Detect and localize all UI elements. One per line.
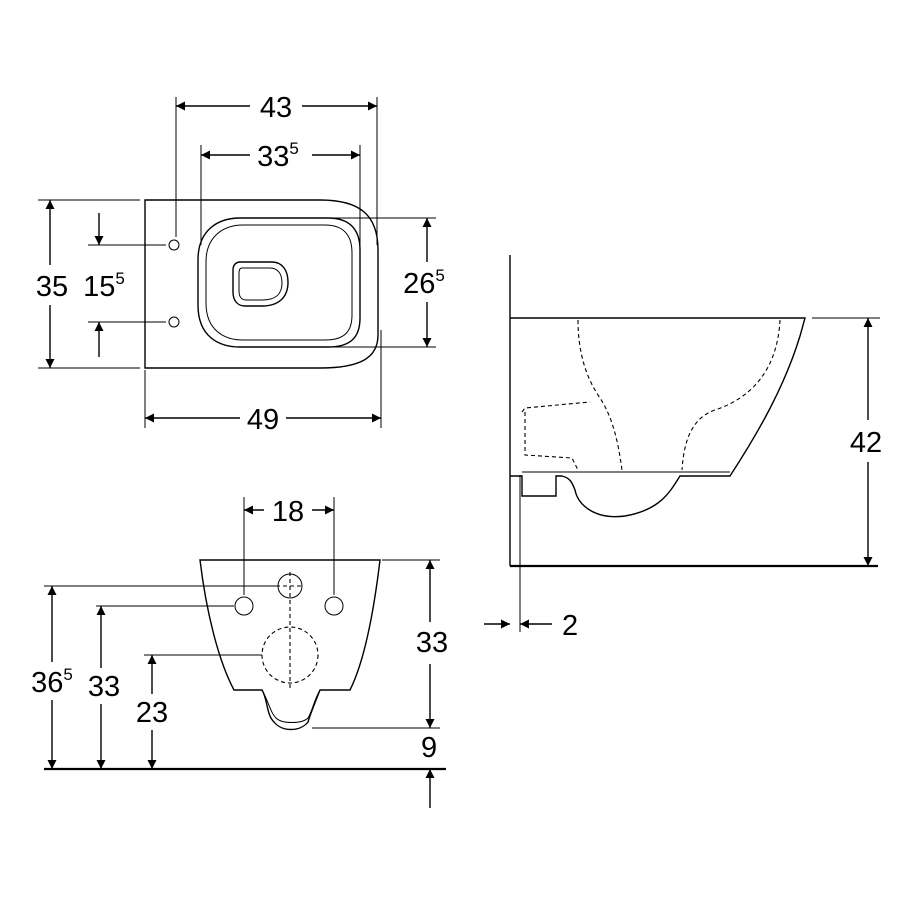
dim-height-bolts-upper: 365	[31, 665, 73, 699]
dim-bolt-spacing: 18	[272, 496, 304, 528]
dim-overall-length: 49	[247, 404, 279, 436]
top-view: 43 335 49 35 155 265	[36, 92, 445, 436]
front-view-outline	[199, 559, 381, 731]
side-view-hidden-bowl	[577, 319, 623, 471]
dim-height-bolts-lower: 33	[88, 671, 120, 703]
dim-top-outer-width: 43	[260, 92, 292, 124]
dim-seat-depth: 265	[403, 266, 445, 300]
bowl-inner-rim	[205, 224, 353, 341]
dim-front-height: 33	[416, 627, 448, 659]
side-view-outline	[510, 317, 806, 518]
flush-opening-inner	[238, 267, 283, 301]
side-view: 42 2	[484, 255, 882, 642]
dim-wall-gap: 2	[562, 610, 578, 642]
dim-height-outlet: 23	[136, 697, 168, 729]
bolt-hole-right	[324, 596, 344, 616]
dim-side-height: 42	[850, 427, 882, 459]
dim-bottom-gap: 9	[421, 732, 437, 764]
dim-top-inner-width: 335	[257, 139, 299, 173]
mount-hole-upper	[168, 239, 180, 251]
dim-mount-hole-spacing: 155	[83, 269, 125, 303]
dim-width-left: 35	[36, 271, 68, 303]
bolt-hole-left	[234, 596, 254, 616]
bowl-rim	[197, 217, 361, 348]
flush-opening	[232, 261, 289, 307]
mount-hole-lower	[168, 316, 180, 328]
top-view-outline	[144, 199, 379, 369]
front-view: 18 33 9 365 33 23	[31, 496, 448, 808]
